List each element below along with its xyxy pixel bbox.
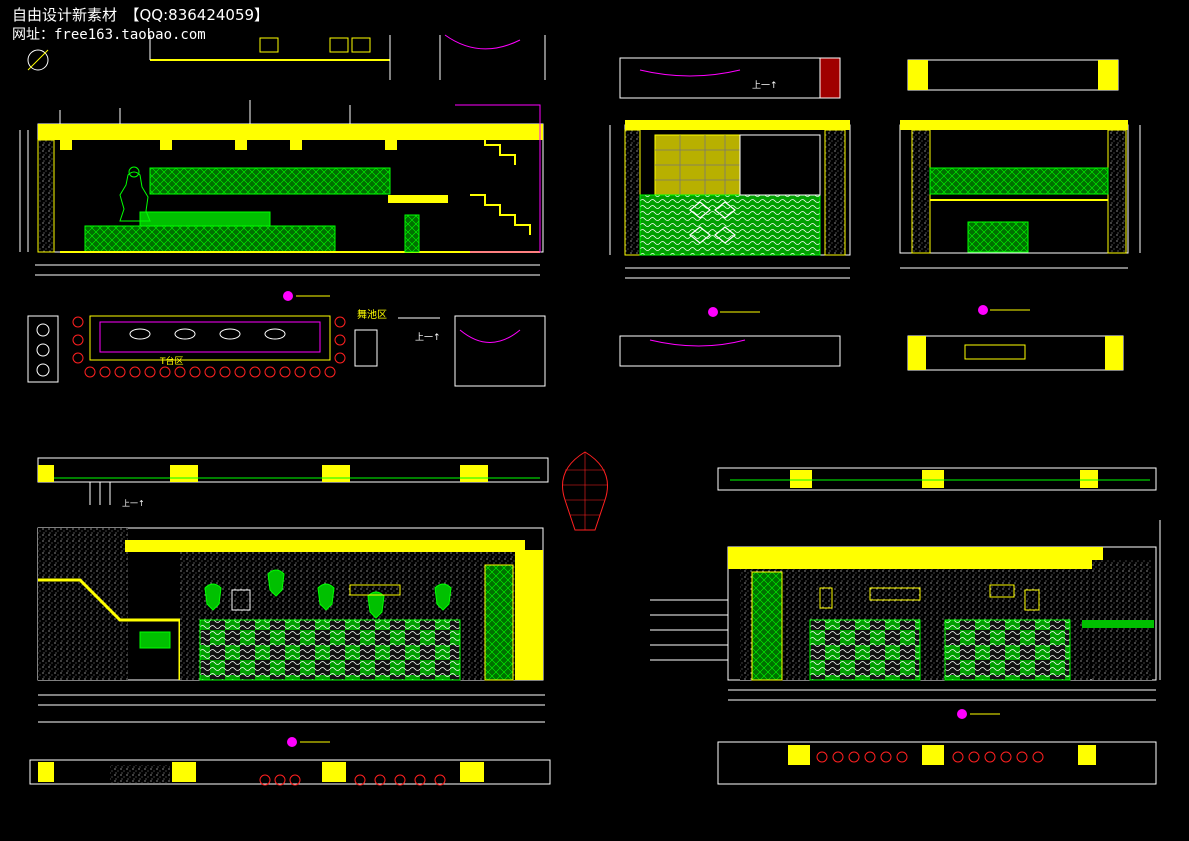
elevation-d xyxy=(650,467,1161,785)
plan-strip-a xyxy=(27,315,546,387)
elevation-right xyxy=(899,59,1141,371)
stairs-up-label-2: 上一↑ xyxy=(752,80,778,91)
elevation-c xyxy=(29,451,608,786)
top-left-plan-fragment xyxy=(27,34,546,80)
up-arrow-label: 上一↑ xyxy=(122,499,145,508)
stairs-up-label-1: 上一↑ xyxy=(415,332,441,343)
elevation-middle xyxy=(609,57,851,367)
watermark-url: 网址：free163.taobao.com xyxy=(12,27,206,43)
stage-area-label: T台区 xyxy=(159,355,184,367)
watermark-title: 自由设计新素材 【QQ:836424059】 xyxy=(12,6,270,24)
dance-area-label: 舞池区 xyxy=(357,308,387,321)
elevation-a xyxy=(19,100,544,301)
